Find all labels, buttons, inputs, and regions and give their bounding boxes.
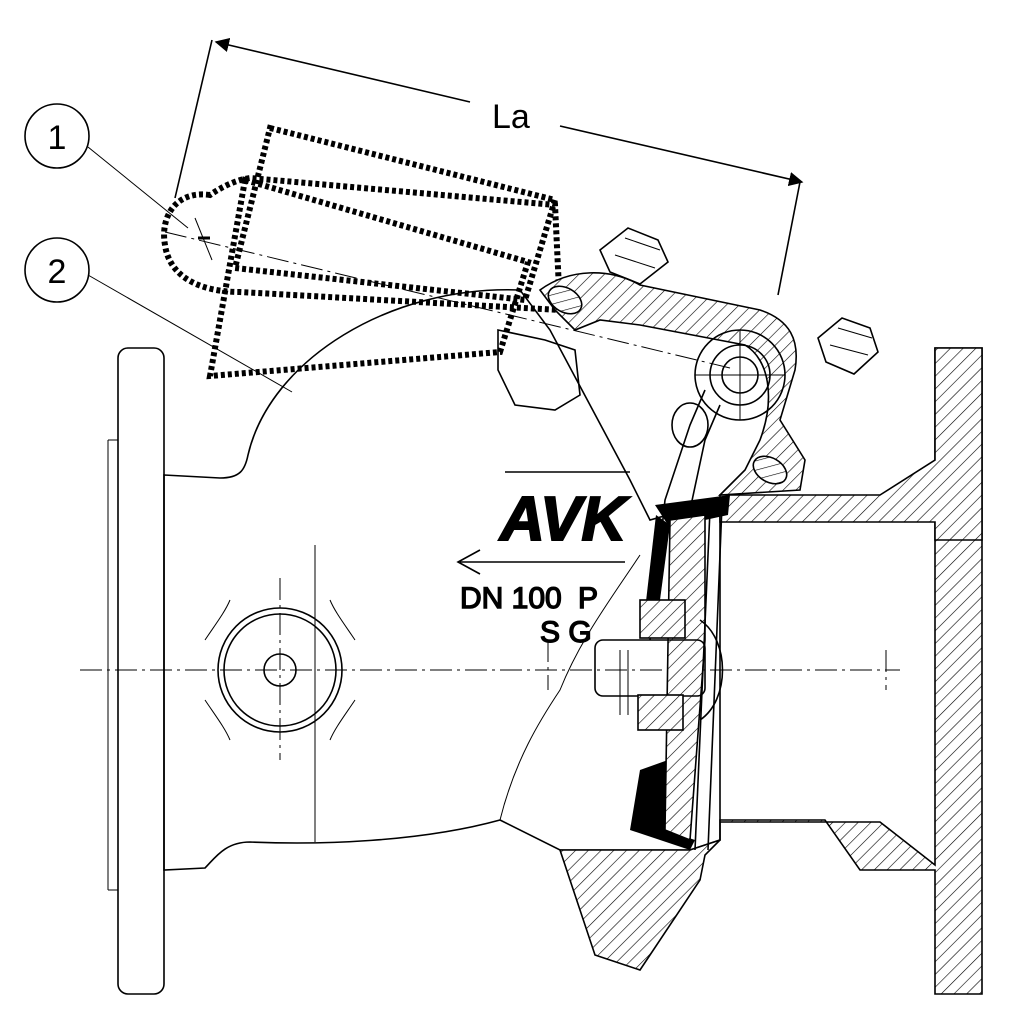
size-marking: DN 100 xyxy=(460,582,562,615)
right-flange xyxy=(558,347,983,995)
lever-weight-outline xyxy=(161,124,731,380)
callout-1: 1 xyxy=(24,103,189,229)
left-flange xyxy=(107,347,165,995)
pressure-marking: P xyxy=(578,582,598,615)
body-markings: AVK DN 100 P S G xyxy=(459,471,632,650)
bonnet-cover xyxy=(538,272,806,496)
valve-body xyxy=(163,289,721,871)
flow-arrow-icon xyxy=(456,549,625,575)
dimension-label: La xyxy=(492,98,530,136)
hinge-pin xyxy=(694,329,786,421)
valve-disc xyxy=(594,495,730,851)
bonnet-bolts xyxy=(599,227,879,375)
material-marking: S G xyxy=(540,616,592,649)
callout-2-number: 2 xyxy=(48,253,67,291)
callout-2: 2 xyxy=(24,237,293,393)
dimension-la: La xyxy=(174,37,804,296)
callout-1-number: 1 xyxy=(48,119,67,157)
centre-lines xyxy=(80,578,900,760)
brand-logo-text: AVK xyxy=(498,485,631,554)
